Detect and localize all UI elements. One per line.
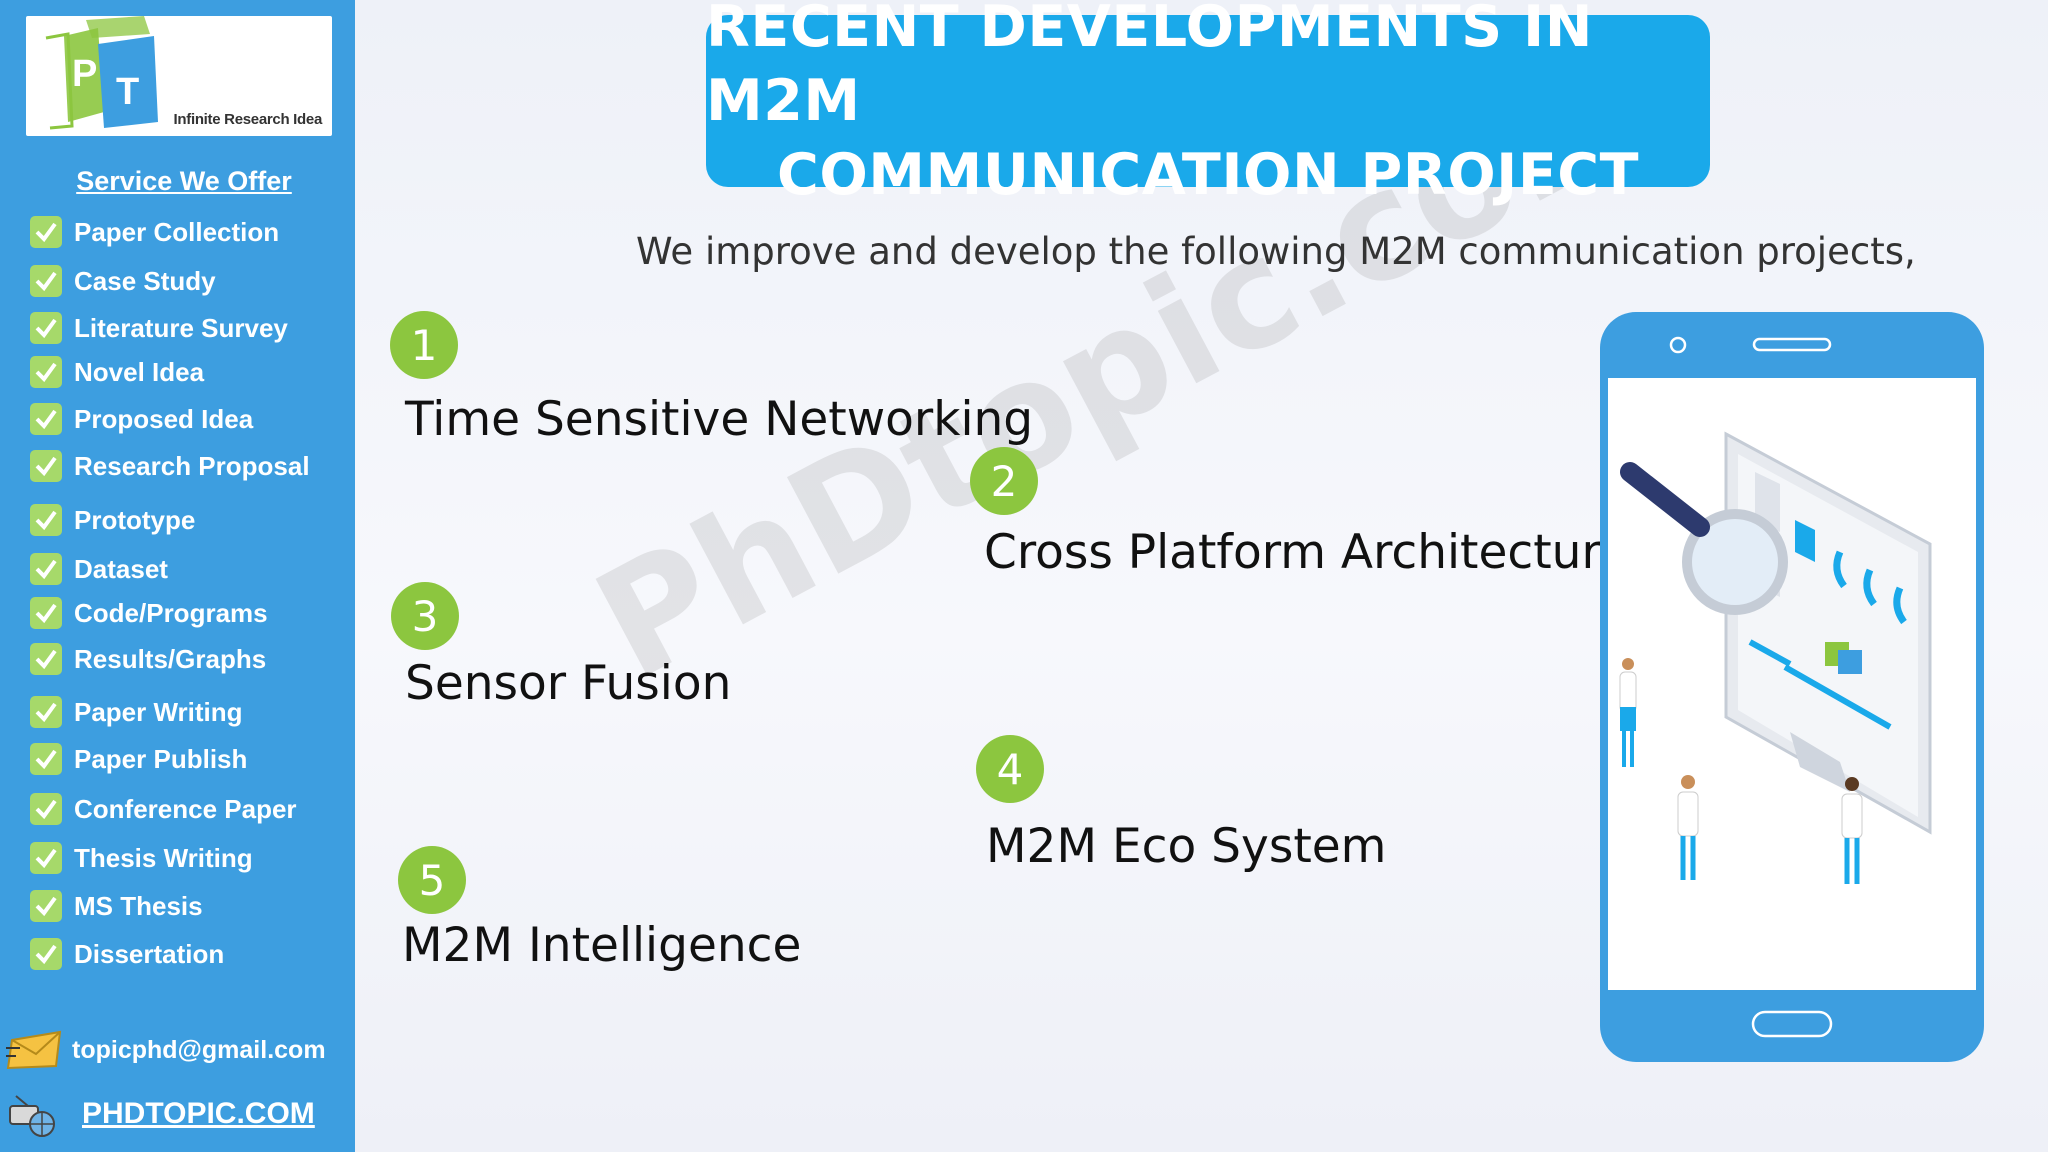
service-label: Novel Idea [74, 356, 205, 387]
phone-illustration [1600, 312, 1984, 1062]
topic-item-label: M2M Intelligence [402, 918, 802, 973]
service-label: Paper Publish [74, 743, 248, 774]
service-item[interactable]: Paper Writing [30, 696, 243, 728]
service-label: Conference Paper [74, 793, 297, 824]
service-label: Proposed Idea [74, 403, 254, 434]
service-item[interactable]: MS Thesis [30, 890, 203, 922]
envelope-icon [6, 1030, 62, 1070]
logo-pt-icon: P T [45, 16, 158, 130]
service-item[interactable]: Paper Collection [30, 216, 279, 248]
service-label: Literature Survey [74, 312, 288, 343]
service-label: Thesis Writing [74, 842, 253, 873]
check-icon [30, 890, 62, 922]
page-title-line-2: COMMUNICATION PROJECT [776, 142, 1640, 208]
person-left [1619, 658, 1637, 767]
service-item[interactable]: Dissertation [30, 938, 224, 970]
service-label: Case Study [74, 265, 216, 296]
service-item[interactable]: Novel Idea [30, 356, 204, 388]
topic-item-label: Cross Platform Architecture [984, 525, 1629, 580]
check-icon [30, 403, 62, 435]
person-middle [1677, 775, 1699, 880]
check-icon [30, 553, 62, 585]
check-icon [30, 597, 62, 629]
service-label: Paper Writing [74, 696, 243, 727]
service-item[interactable]: Code/Programs [30, 597, 268, 629]
title-banner: RECENT DEVELOPMENTS IN M2M COMMUNICATION… [706, 0, 1710, 208]
service-label: Prototype [74, 504, 196, 535]
service-item[interactable]: Case Study [30, 265, 216, 297]
check-icon [30, 842, 62, 874]
service-label: Code/Programs [74, 597, 268, 628]
intro-text: We improve and develop the following M2M… [636, 230, 1916, 273]
website-link[interactable]: PHDTOPIC.COM [82, 1097, 315, 1130]
logo[interactable]: P T Infinite Research Idea [26, 16, 332, 136]
service-label: Research Proposal [74, 450, 310, 481]
services-title[interactable]: Service We Offer [76, 166, 292, 196]
svg-text:P: P [72, 53, 97, 95]
sidebar: P T Infinite Research Idea Service We Of… [0, 0, 355, 1152]
check-icon [30, 312, 62, 344]
email-text: topicphd@gmail.com [72, 1035, 326, 1064]
service-label: MS Thesis [74, 890, 203, 921]
logo-tagline: Infinite Research Idea [173, 111, 323, 128]
contact-website[interactable]: PHDTOPIC.COM [6, 1088, 315, 1140]
service-item[interactable]: Literature Survey [30, 312, 288, 344]
contact-email[interactable]: topicphd@gmail.com [6, 1030, 326, 1070]
check-icon [30, 450, 62, 482]
page-title-line-1: RECENT DEVELOPMENTS IN M2M [706, 0, 1593, 134]
item-number-badge: 5 [398, 846, 466, 914]
item-number-badge: 2 [970, 447, 1038, 515]
item-number-badge: 3 [391, 582, 459, 650]
service-label: Dissertation [74, 938, 225, 969]
check-icon [30, 216, 62, 248]
check-icon [30, 643, 62, 675]
globe-network-icon [9, 1095, 55, 1137]
check-icon [30, 696, 62, 728]
service-item[interactable]: Thesis Writing [30, 842, 253, 874]
service-label: Paper Collection [74, 216, 280, 247]
service-item[interactable]: Conference Paper [30, 793, 297, 825]
check-icon [30, 938, 62, 970]
svg-text:T: T [116, 71, 139, 113]
service-label: Dataset [74, 553, 168, 584]
topic-item-label: M2M Eco System [986, 819, 1387, 874]
check-icon [30, 504, 62, 536]
service-item[interactable]: Results/Graphs [30, 643, 266, 675]
check-icon [30, 265, 62, 297]
check-icon [30, 743, 62, 775]
check-icon [30, 356, 62, 388]
topic-item-label: Time Sensitive Networking [405, 392, 1034, 447]
service-item[interactable]: Proposed Idea [30, 403, 253, 435]
service-label: Results/Graphs [74, 643, 267, 674]
check-icon [30, 793, 62, 825]
item-number-badge: 4 [976, 735, 1044, 803]
person-right [1841, 777, 1863, 884]
topic-item-label: Sensor Fusion [405, 656, 732, 711]
service-item[interactable]: Paper Publish [30, 743, 247, 775]
item-number-badge: 1 [390, 311, 458, 379]
service-item[interactable]: Prototype [30, 504, 195, 536]
service-item[interactable]: Dataset [30, 553, 168, 585]
service-item[interactable]: Research Proposal [30, 450, 310, 482]
